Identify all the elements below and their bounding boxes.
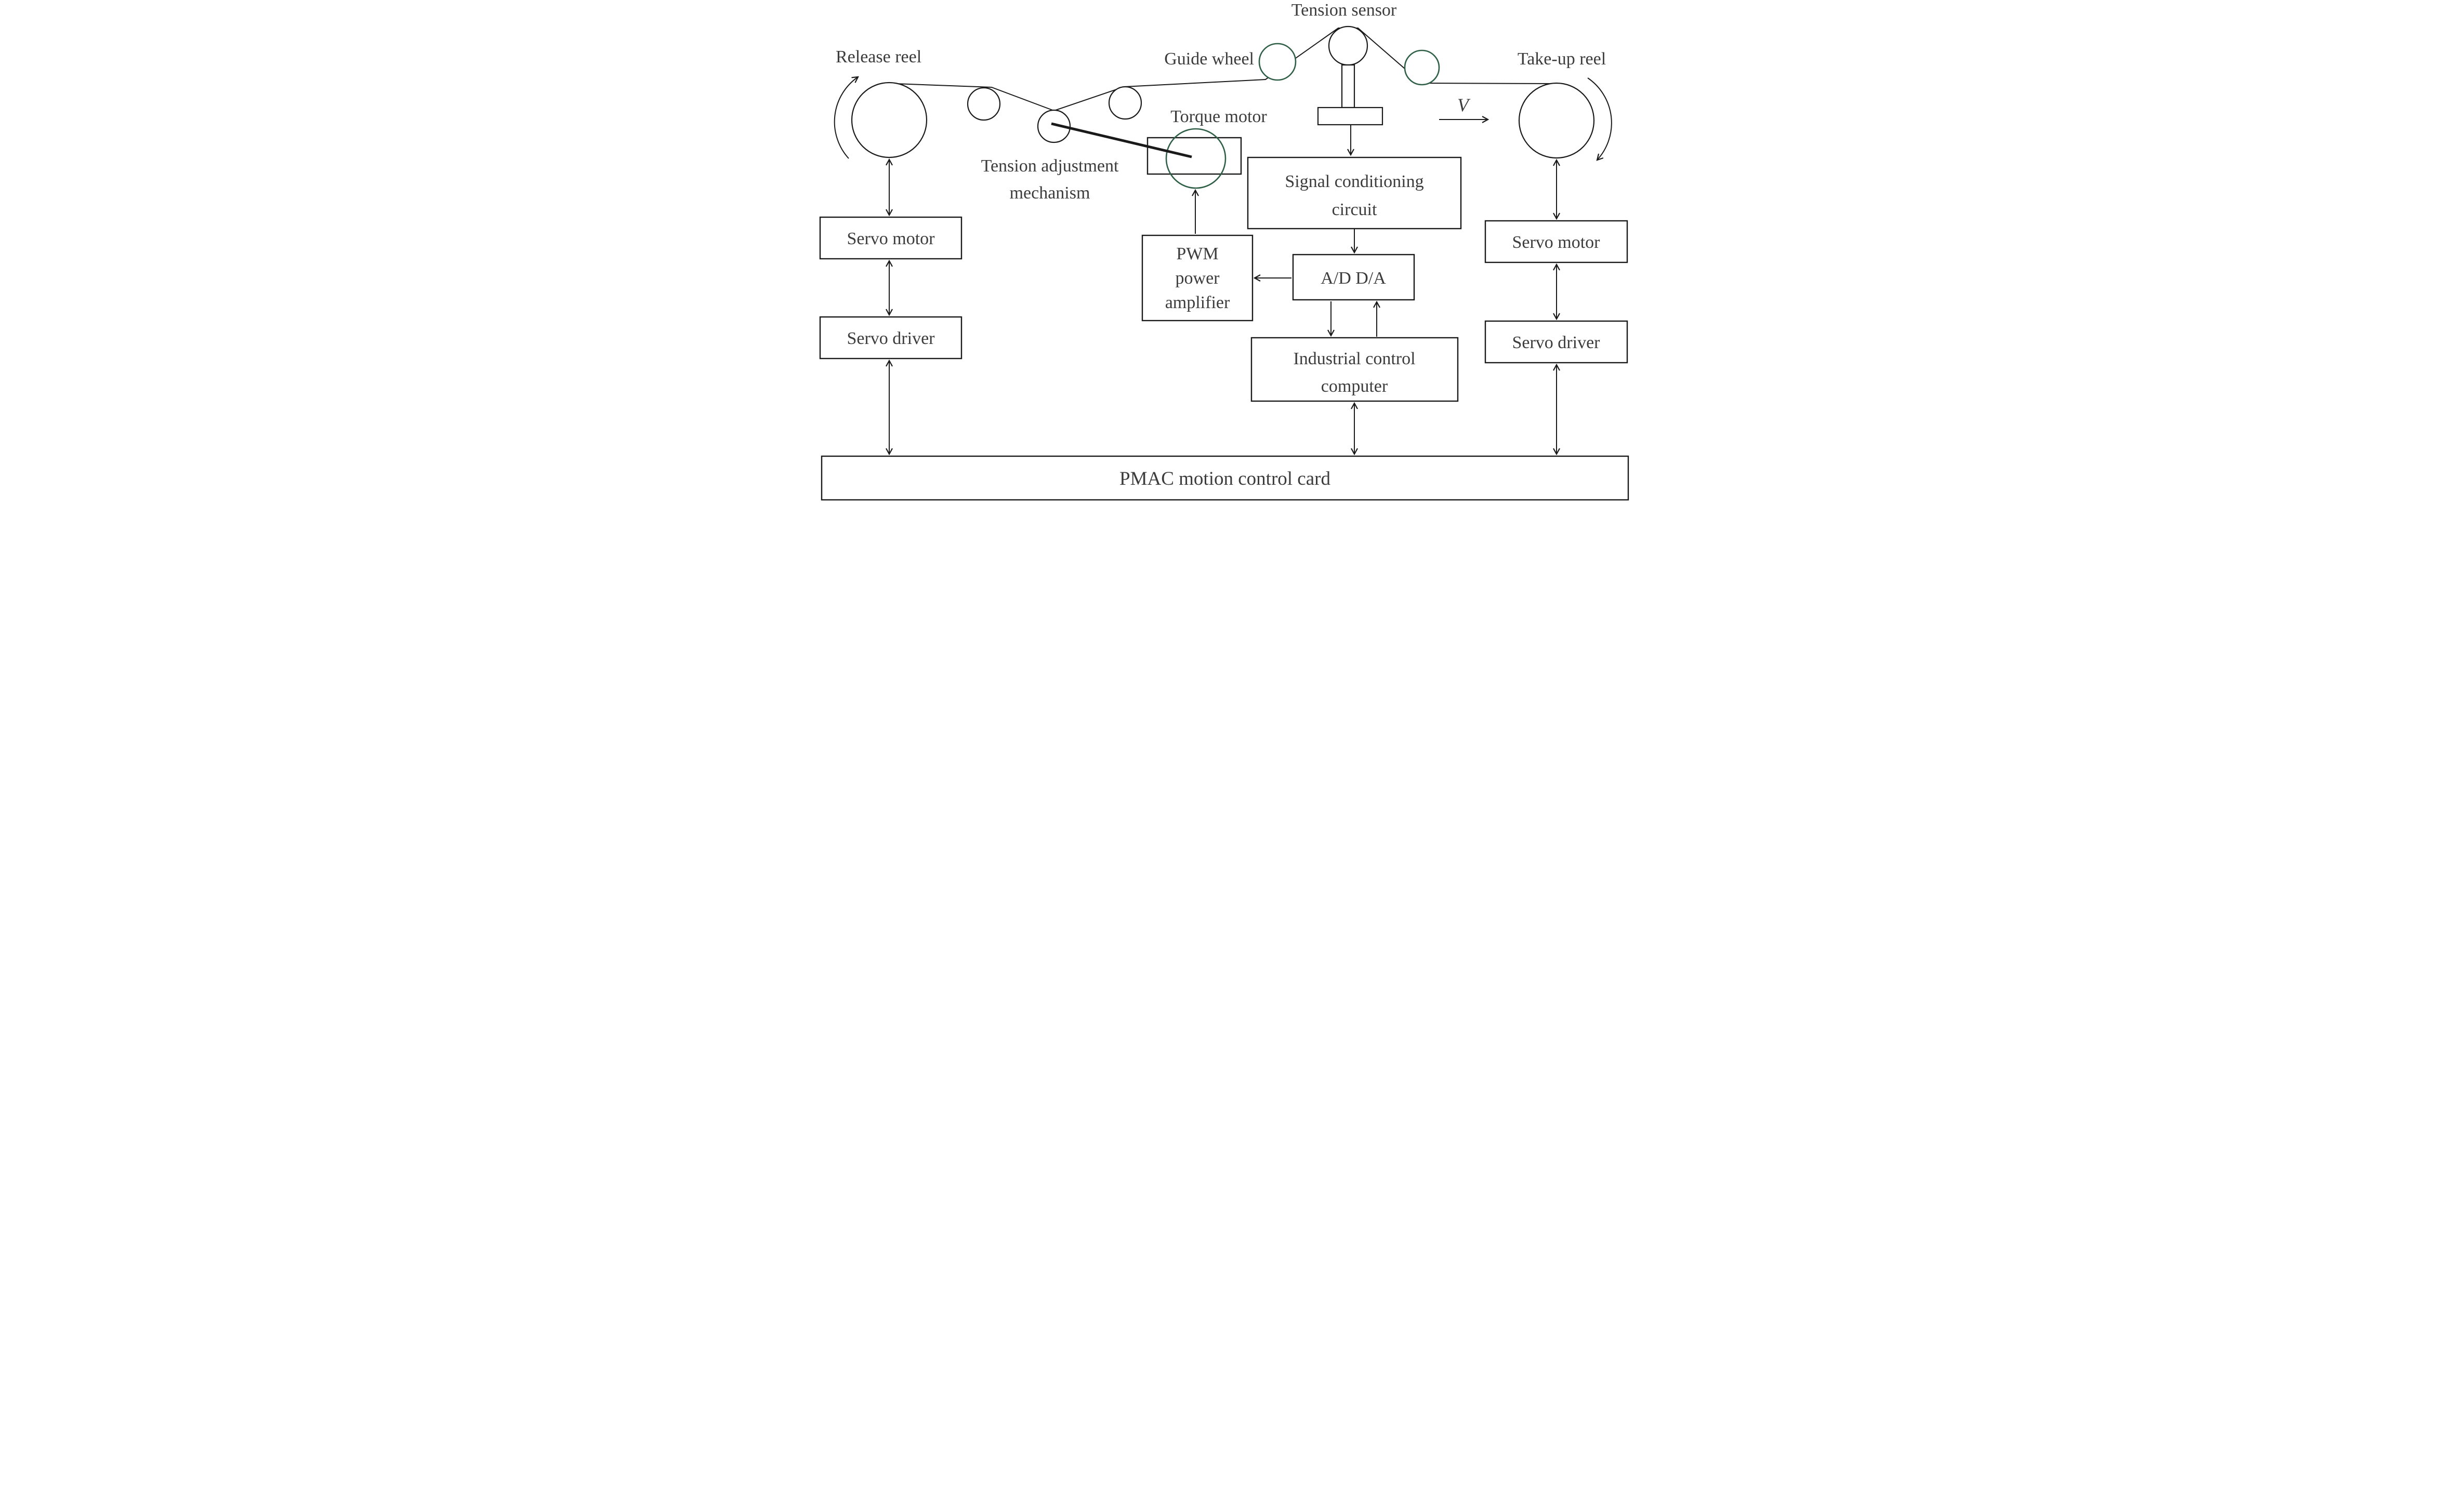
signal-conditioning-label-line2: circuit (1332, 200, 1377, 219)
pwm-amplifier-box (1141, 234, 1254, 322)
pwm-amplifier-label-line2: power (1176, 269, 1220, 288)
servo-motor-left-box (819, 216, 963, 260)
tension-sensor-label: Tension sensor (1291, 1, 1397, 20)
tension-sensor-wheel (1328, 25, 1368, 66)
servo-motor-right-box (1484, 220, 1628, 263)
web-material-path (895, 28, 1558, 112)
release-reel-rotation-arrow (834, 76, 859, 159)
pmac-card-label: PMAC motion control card (1119, 468, 1330, 489)
guide-wheel-left (1258, 43, 1297, 81)
take-up-reel-wheel (1518, 82, 1595, 159)
torque-motor-wheel (1165, 128, 1227, 189)
tension-adjustment-label-line2: mechanism (1010, 183, 1090, 203)
torque-motor-label: Torque motor (1170, 107, 1267, 126)
signal-conditioning-label-line1: Signal conditioning (1285, 172, 1423, 191)
pmac-card-box (821, 455, 1629, 501)
servo-motor-right-label: Servo motor (1512, 233, 1600, 252)
tension-adjustment-pointer-line (1051, 122, 1192, 158)
tension-adjustment-label-line1: Tension adjustment (981, 156, 1119, 176)
servo-driver-left-box (819, 316, 963, 360)
servo-driver-right-label: Servo driver (1512, 333, 1600, 352)
tension-sensor-bar (1317, 107, 1383, 126)
take-up-reel-rotation-arrow (1587, 77, 1612, 161)
servo-motor-left-label: Servo motor (847, 229, 935, 248)
release-reel-wheel (851, 82, 928, 158)
servo-driver-right-box (1484, 320, 1628, 364)
velocity-label: V (1457, 95, 1471, 115)
tension-sensor-stem (1341, 64, 1355, 109)
ad-da-label: A/D D/A (1321, 269, 1386, 288)
pwm-amplifier-label-line1: PWM (1176, 244, 1218, 263)
tension-control-system-diagram: Servo motor Servo driver PWM power ampli… (818, 0, 1634, 504)
industrial-computer-label-line1: Industrial control (1293, 349, 1415, 368)
guide-wheel-right (1404, 49, 1440, 86)
idler-roller-right (1108, 86, 1142, 120)
idler-roller-left (967, 87, 1001, 121)
industrial-computer-label-line2: computer (1321, 377, 1388, 396)
pwm-amplifier-label-line3: amplifier (1165, 293, 1230, 312)
diagram-canvas: Servo motor Servo driver PWM power ampli… (818, 0, 1634, 504)
guide-wheel-label: Guide wheel (1164, 49, 1254, 69)
release-reel-label: Release reel (836, 47, 921, 67)
take-up-reel-label: Take-up reel (1518, 49, 1606, 69)
signal-conditioning-box (1247, 156, 1462, 230)
servo-driver-left-label: Servo driver (847, 329, 935, 348)
ad-da-box (1292, 254, 1415, 301)
industrial-computer-box (1250, 337, 1459, 402)
torque-motor-body (1146, 137, 1242, 175)
tension-adjustment-roller (1037, 109, 1071, 143)
